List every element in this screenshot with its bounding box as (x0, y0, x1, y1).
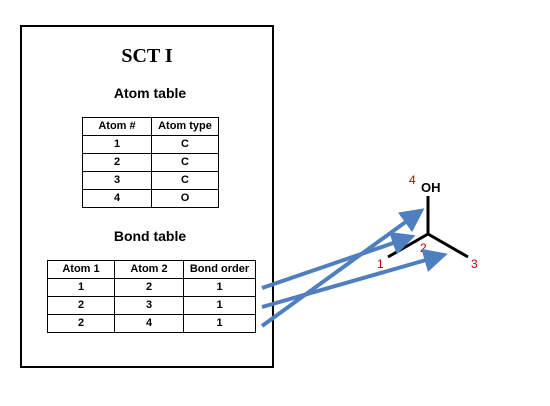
atom-label-4: 4 (409, 173, 416, 187)
atom-type-cell: O (151, 189, 219, 208)
arrow-bond-1-2 (261, 231, 416, 290)
atom-table-row: 3 C (82, 171, 219, 190)
bond-table-row: 2 3 1 (47, 296, 256, 315)
bond-atom2-cell: 4 (114, 314, 184, 333)
atom-label-2: 2 (420, 241, 427, 255)
atom-label-3: 3 (471, 257, 478, 271)
atom-label-1: 1 (377, 257, 384, 271)
bond-2-3-line (427, 232, 469, 259)
oh-label: OH (421, 180, 441, 195)
sct-title: SCT I (121, 45, 173, 67)
bond-table-heading: Bond table (113, 228, 187, 244)
bond-table-header-row: Atom 1 Atom 2 Bond order (47, 260, 256, 279)
bond-table-row: 2 4 1 (47, 314, 256, 333)
bond-order-cell: 1 (183, 314, 256, 333)
arrow-bond-2-4 (260, 208, 425, 328)
bond-table-header: Bond order (183, 260, 256, 279)
atom-table: Atom # Atom type 1 C 2 C 3 C 4 O (82, 117, 219, 208)
sct-panel (20, 25, 274, 368)
bond-table: Atom 1 Atom 2 Bond order 1 2 1 2 3 1 2 4… (47, 260, 256, 333)
atom-table-heading: Atom table (113, 85, 187, 101)
arrow-bond-2-3 (261, 248, 448, 309)
atom-table-row: 4 O (82, 189, 219, 208)
